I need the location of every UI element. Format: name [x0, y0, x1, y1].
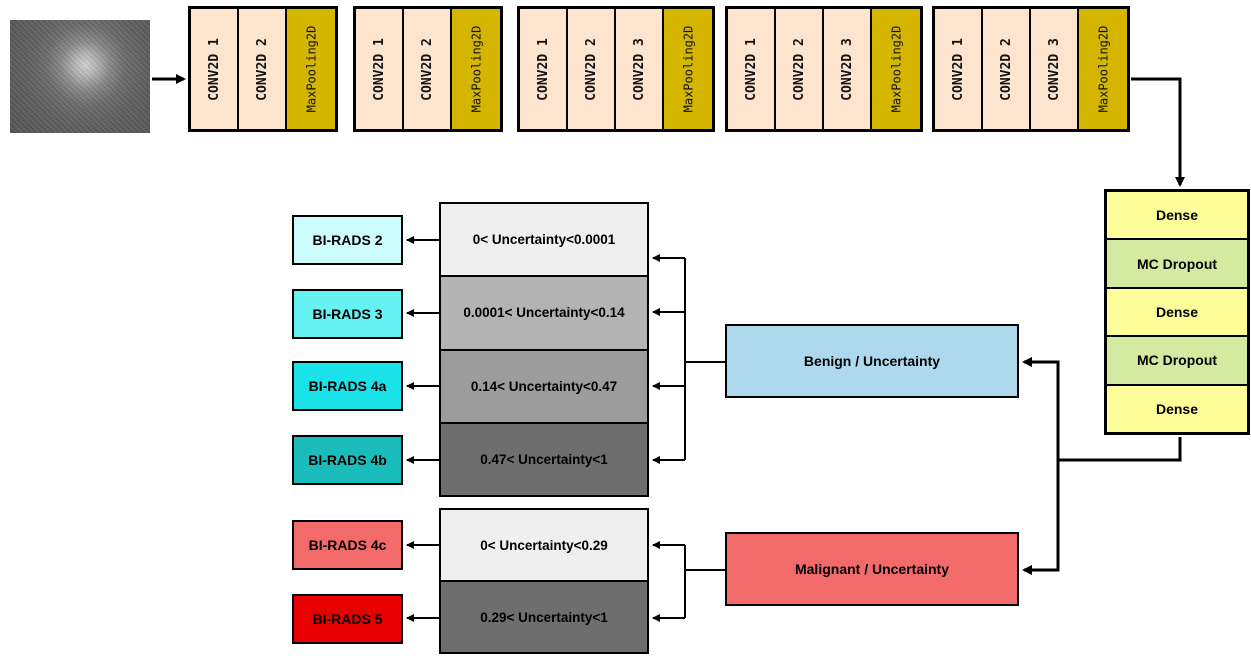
conv-layer: CONV2D 1 — [356, 9, 404, 129]
mc-dropout-layer: MC Dropout — [1107, 240, 1247, 289]
conv-layer: CONV2D 3 — [1031, 9, 1079, 129]
dense-layer: Dense — [1107, 192, 1247, 241]
uncertainty-range: 0.29< Uncertainty<1 — [441, 582, 647, 652]
birads-4c-box: BI-RADS 4c — [292, 520, 403, 570]
mc-dropout-layer: MC Dropout — [1107, 337, 1247, 386]
conv-layer: CONV2D 1 — [191, 9, 239, 129]
conv-layer: CONV2D 3 — [616, 9, 664, 129]
malignant-uncertainty-box: Malignant / Uncertainty — [725, 532, 1019, 606]
birads-3-box: BI-RADS 3 — [292, 289, 403, 339]
conv-block-3: CONV2D 1 CONV2D 2 CONV2D 3 MaxPooling2D — [517, 6, 715, 132]
birads-2-box: BI-RADS 2 — [292, 215, 403, 265]
conv-layer: CONV2D 1 — [520, 9, 568, 129]
maxpool-layer: MaxPooling2D — [452, 9, 500, 129]
conv-block-1: CONV2D 1 CONV2D 2 MaxPooling2D — [188, 6, 338, 132]
uncertainty-range: 0.47< Uncertainty<1 — [441, 423, 647, 495]
conv-layer: CONV2D 2 — [776, 9, 824, 129]
arrow-to-benign — [1022, 357, 1060, 460]
maxpool-layer: MaxPooling2D — [1079, 9, 1127, 129]
uncertainty-range: 0.0001< Uncertainty<0.14 — [441, 277, 647, 351]
benign-uncertainty-ranges: 0< Uncertainty<0.0001 0.0001< Uncertaint… — [439, 202, 649, 497]
conv-block-2: CONV2D 1 CONV2D 2 MaxPooling2D — [353, 6, 503, 132]
conv-layer: CONV2D 1 — [728, 9, 776, 129]
conv-layer: CONV2D 2 — [239, 9, 287, 129]
dense-layer: Dense — [1107, 288, 1247, 338]
conv-layer: CONV2D 3 — [824, 9, 872, 129]
conv-layer: CONV2D 2 — [568, 9, 616, 129]
uncertainty-range: 0.14< Uncertainty<0.47 — [441, 350, 647, 424]
uncertainty-range: 0< Uncertainty<0.0001 — [441, 204, 647, 278]
birads-5-box: BI-RADS 5 — [292, 594, 403, 644]
conv-layer: CONV2D 2 — [983, 9, 1031, 129]
arrow-conv-to-dense — [1131, 77, 1185, 187]
conv-layer: CONV2D 1 — [935, 9, 983, 129]
input-ultrasound-image — [10, 20, 150, 133]
benign-uncertainty-box: Benign / Uncertainty — [725, 324, 1019, 398]
birads-4a-box: BI-RADS 4a — [292, 361, 403, 411]
uncertainty-range: 0< Uncertainty<0.29 — [441, 510, 647, 582]
arrow-dense-split — [1058, 437, 1182, 462]
conv-block-4: CONV2D 1 CONV2D 2 CONV2D 3 MaxPooling2D — [725, 6, 923, 132]
dense-stack: Dense MC Dropout Dense MC Dropout Dense — [1104, 189, 1250, 435]
malignant-uncertainty-ranges: 0< Uncertainty<0.29 0.29< Uncertainty<1 — [439, 508, 649, 654]
conv-layer: CONV2D 2 — [404, 9, 452, 129]
maxpool-layer: MaxPooling2D — [664, 9, 712, 129]
conv-block-5: CONV2D 1 CONV2D 2 CONV2D 3 MaxPooling2D — [932, 6, 1130, 132]
arrow-to-malignant — [1022, 460, 1060, 575]
birads-4b-box: BI-RADS 4b — [292, 435, 403, 485]
maxpool-layer: MaxPooling2D — [872, 9, 920, 129]
dense-layer: Dense — [1107, 385, 1247, 433]
maxpool-layer: MaxPooling2D — [287, 9, 335, 129]
